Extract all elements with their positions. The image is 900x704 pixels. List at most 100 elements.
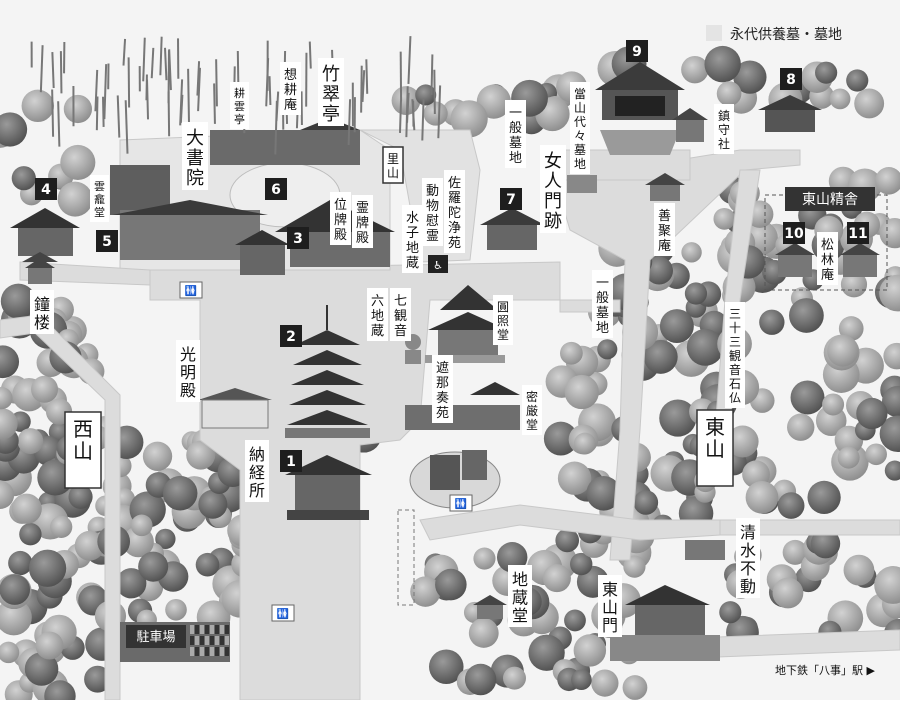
bamboo-stalk — [52, 89, 53, 136]
parking-space — [210, 625, 214, 634]
tree — [469, 618, 499, 648]
tree — [846, 69, 868, 91]
tree — [634, 490, 659, 515]
bamboo-stalk — [169, 92, 170, 137]
tree — [746, 481, 779, 514]
parking-space — [205, 625, 209, 634]
marker-6[interactable]: 6 — [265, 178, 287, 200]
label-ihaiden: 位牌殿 — [330, 192, 351, 245]
tree — [64, 95, 92, 123]
parking-space — [225, 636, 229, 645]
label-text: 善聚庵 — [658, 208, 671, 254]
label-shichikannon: 七観音 — [390, 288, 411, 341]
legend-swatch — [706, 25, 722, 41]
marker-7[interactable]: 7 — [500, 188, 522, 210]
label-text: 地蔵堂 — [512, 570, 528, 625]
tree — [685, 282, 707, 304]
parking-space — [220, 636, 224, 645]
tree — [503, 667, 526, 690]
tree — [719, 601, 741, 623]
label-sarada: 佐羅陀浄苑 — [444, 170, 465, 253]
marker-9[interactable]: 9 — [626, 40, 648, 62]
svg-text:🚻: 🚻 — [455, 497, 467, 510]
svg-text:🚻: 🚻 — [277, 607, 289, 620]
tree — [827, 335, 858, 366]
tree — [143, 442, 172, 471]
tree — [660, 309, 694, 343]
marker-number: 3 — [293, 231, 303, 247]
bamboo-stalk — [214, 83, 215, 123]
label-text: 松林庵 — [821, 238, 834, 283]
marker-number: 6 — [271, 182, 281, 198]
restroom-icon-3: 🚻 — [450, 495, 472, 511]
bamboo-stalk — [366, 59, 367, 94]
tree — [844, 555, 875, 586]
label-parking: 駐車場 — [126, 625, 186, 648]
label-text: 竹翠亭 — [322, 64, 340, 125]
bamboo-stalk — [147, 80, 148, 120]
bamboo-stalk — [97, 96, 98, 130]
label-text: 鎮守社 — [718, 108, 730, 151]
marker-3[interactable]: 3 — [287, 227, 309, 249]
bamboo-stalk — [165, 48, 166, 80]
label-text: 位牌殿 — [334, 198, 347, 243]
bamboo-stalk — [160, 37, 161, 76]
label-text: 耕雲亭 — [234, 86, 245, 126]
label-enshodo: 圓照堂 — [493, 295, 513, 345]
marker-11[interactable]: 11 — [847, 222, 869, 244]
tree — [623, 675, 648, 700]
tree — [574, 634, 606, 666]
label-daishoin: 大書院 — [182, 122, 208, 190]
tree — [854, 89, 884, 119]
tree — [131, 515, 153, 537]
tree — [838, 447, 860, 469]
tree — [773, 578, 804, 609]
label-text: 大書院 — [186, 128, 204, 189]
tree — [560, 342, 583, 365]
label-text: 一般墓地 — [596, 276, 609, 336]
marker-10[interactable]: 10 — [783, 222, 805, 244]
tree — [12, 494, 42, 524]
marker-1[interactable]: 1 — [280, 450, 302, 472]
tree — [565, 375, 599, 409]
label-text: 納経所 — [249, 445, 265, 500]
parking-space — [225, 647, 229, 656]
tree — [574, 433, 596, 455]
tree — [778, 492, 805, 519]
tree — [759, 310, 784, 335]
tree — [807, 481, 840, 514]
marker-number: 11 — [848, 226, 867, 242]
accessible-icon: ♿ — [428, 255, 448, 273]
marker-number: 5 — [102, 234, 112, 250]
tree — [681, 56, 708, 83]
label-unkindo: 雲龕堂 — [90, 175, 109, 222]
marker-2[interactable]: 2 — [280, 325, 302, 347]
tree — [196, 553, 220, 577]
label-text: 佐羅陀浄苑 — [448, 176, 461, 251]
marker-number: 1 — [286, 454, 296, 470]
bamboo-stalk — [310, 42, 311, 69]
tree — [597, 339, 617, 359]
label-text: 光明殿 — [180, 345, 196, 400]
label-tozan: 當山代々墓地 — [570, 82, 590, 174]
label-text: 密厳堂 — [526, 389, 538, 432]
marker-5[interactable]: 5 — [96, 230, 118, 252]
label-text: 水子地蔵 — [406, 211, 419, 271]
marker-4[interactable]: 4 — [35, 178, 57, 200]
tree — [60, 145, 95, 180]
tree — [17, 428, 43, 454]
label-reihaiden: 霊牌殿 — [352, 195, 373, 248]
tree — [787, 414, 814, 441]
label-soukoan: 想耕庵 — [280, 62, 301, 115]
label-shourou: 鐘楼 — [30, 290, 54, 334]
bamboo-stalk — [188, 69, 189, 123]
tree — [12, 166, 36, 190]
bamboo-stalk — [434, 70, 435, 114]
legend-label: 永代供養墓・墓地 — [730, 26, 842, 43]
label-text: 七観音 — [394, 294, 407, 339]
marker-number: 8 — [786, 72, 796, 88]
marker-8[interactable]: 8 — [780, 68, 802, 90]
parking-space — [190, 647, 194, 656]
label-station: 地下鉄「八事」駅 ▶ — [775, 663, 875, 677]
